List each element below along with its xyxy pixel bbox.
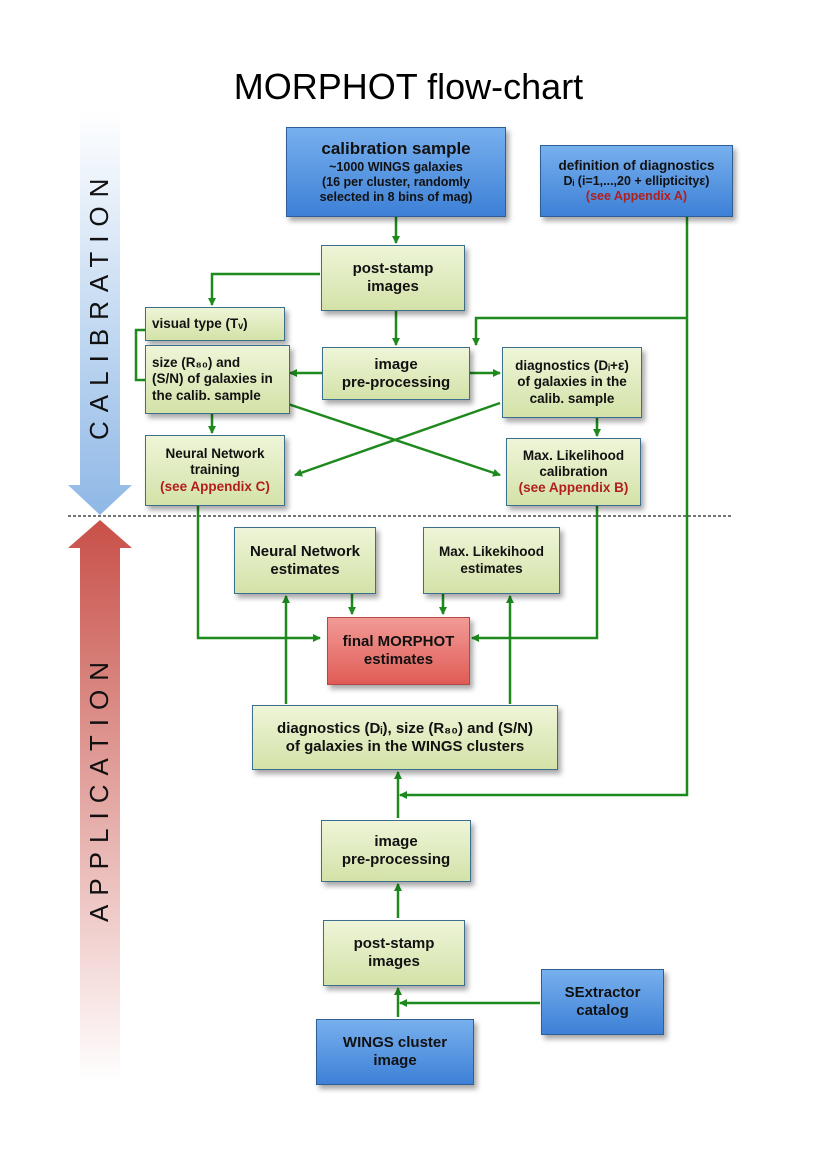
definition-diagnostics-box: definition of diagnostics Dᵢ (i=1,...,20… <box>540 145 733 217</box>
sextractor-catalog-box: SExtractor catalog <box>541 969 664 1035</box>
image-preprocessing-bottom-box: image pre-processing <box>321 820 471 882</box>
image-preprocessing-top-box: image pre-processing <box>322 347 470 400</box>
flow-connectors <box>134 217 689 1017</box>
size-sn-box: size (R₈₀) and (S/N) of galaxies in the … <box>145 345 290 414</box>
diagnostics-calib-box: diagnostics (Dᵢ+ε) of galaxies in the ca… <box>502 347 642 418</box>
nn-training-box: Neural Network training (see Appendix C) <box>145 435 285 506</box>
calibration-sample-box: calibration sample ~1000 WINGS galaxies … <box>286 127 506 217</box>
application-label: APPLICATION <box>84 652 114 922</box>
ml-estimates-box: Max. Likekihood estimates <box>423 527 560 594</box>
visual-type-box: visual type (Tᵥ) <box>145 307 285 341</box>
application-side-arrow <box>68 520 132 1082</box>
post-stamp-images-top-box: post-stamp images <box>321 245 465 311</box>
nn-estimates-box: Neural Network estimates <box>234 527 376 594</box>
post-stamp-images-bottom-box: post-stamp images <box>323 920 465 986</box>
calibration-label: CALIBRATION <box>84 169 114 440</box>
page-title: MORPHOT flow-chart <box>233 66 584 107</box>
final-morphot-estimates-box: final MORPHOT estimates <box>327 617 470 685</box>
diagnostics-wings-box: diagnostics (Dᵢ), size (R₈₀) and (S/N) o… <box>252 705 558 770</box>
calibration-side-arrow <box>68 110 132 515</box>
wings-cluster-image-box: WINGS cluster image <box>316 1019 474 1085</box>
ml-calibration-box: Max. Likelihood calibration (see Appendi… <box>506 438 641 506</box>
